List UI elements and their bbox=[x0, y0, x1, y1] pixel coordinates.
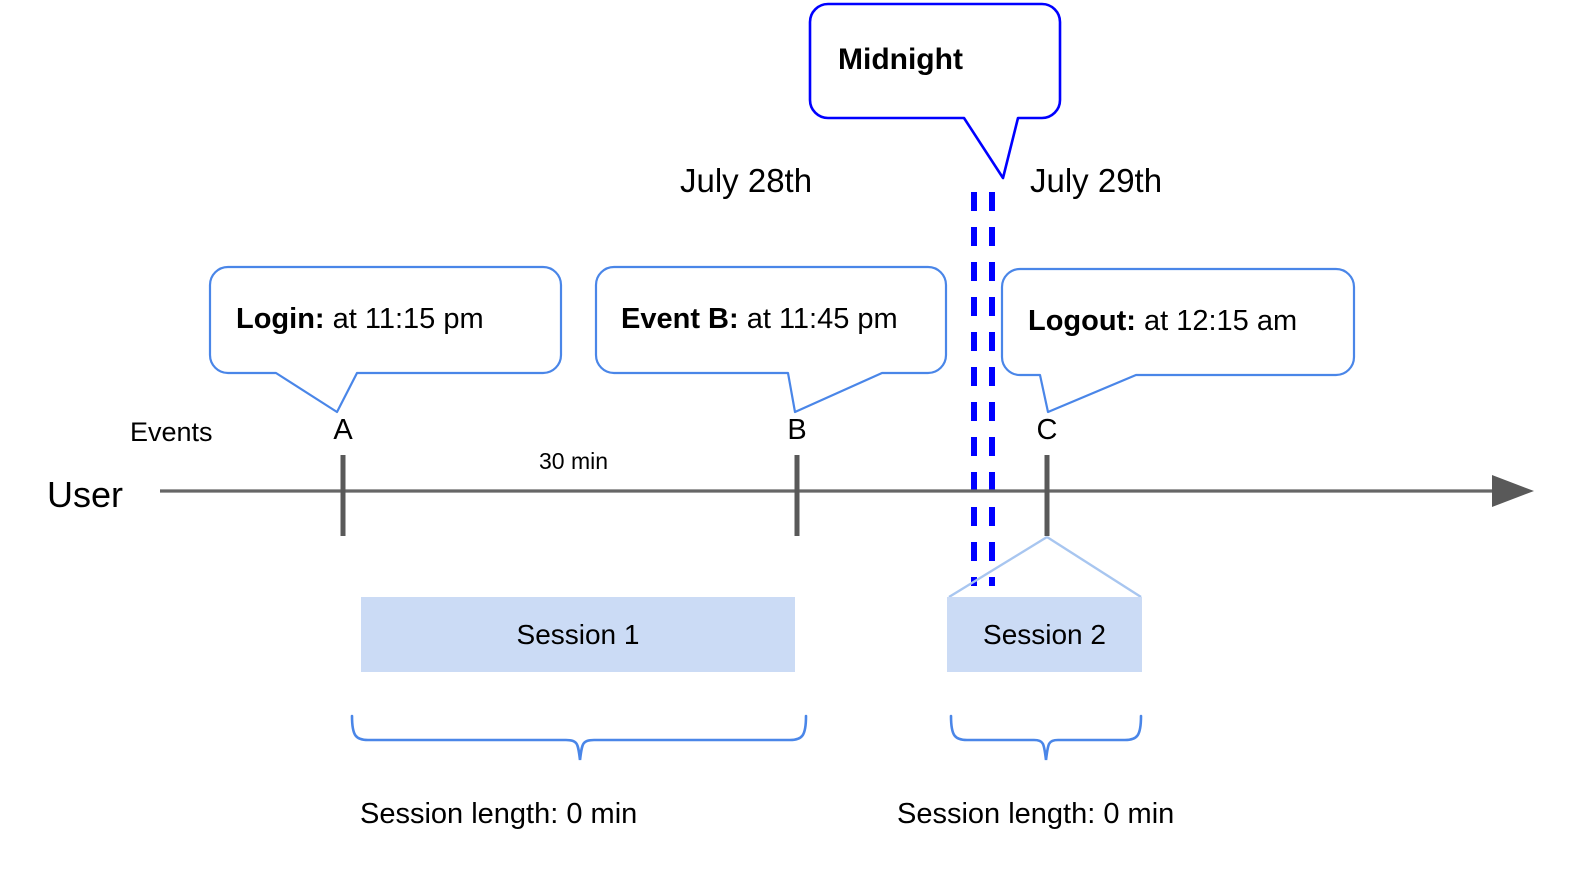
midnight-label: Midnight bbox=[838, 43, 963, 76]
session-2-label: Session 2 bbox=[983, 618, 1106, 650]
date-label-right: July 29th bbox=[1030, 162, 1163, 199]
event-b-callout-shape bbox=[594, 265, 948, 414]
session-2-brace bbox=[949, 714, 1143, 761]
login-callout-shape bbox=[208, 265, 563, 414]
session-2-connector bbox=[948, 535, 1142, 599]
event-label-b: B bbox=[787, 414, 807, 446]
login-callout-text: Login: at 11:15 pm bbox=[236, 305, 484, 334]
login-callout-bold: Login: bbox=[236, 303, 325, 335]
session-1-box: Session 1 bbox=[361, 597, 795, 672]
event-label-c: C bbox=[1036, 414, 1058, 446]
date-label-left: July 28th bbox=[680, 162, 813, 199]
logout-callout-rest: at 12:15 am bbox=[1135, 305, 1298, 337]
session-2-length-label: Session length: 0 min bbox=[897, 798, 1175, 830]
event-b-callout-bold: Event B: bbox=[621, 303, 739, 335]
logout-callout-text: Logout: at 12:15 am bbox=[1028, 307, 1297, 336]
session-1-brace bbox=[350, 714, 808, 761]
midnight-callout-shape bbox=[808, 2, 1062, 180]
user-row-label: User bbox=[47, 474, 124, 515]
session-1-label: Session 1 bbox=[516, 618, 640, 650]
timeline-axis bbox=[160, 475, 1534, 507]
login-callout-rest: at 11:15 pm bbox=[324, 303, 484, 335]
logout-callout-bold: Logout: bbox=[1028, 305, 1136, 337]
midnight-divider-icon bbox=[971, 192, 995, 586]
session-2-box: Session 2 bbox=[947, 597, 1142, 672]
duration-label: 30 min bbox=[539, 448, 609, 474]
event-b-callout-rest: at 11:45 pm bbox=[738, 303, 898, 335]
event-tick-marks bbox=[340, 455, 1050, 536]
session-1-length-label: Session length: 0 min bbox=[360, 798, 638, 830]
events-row-label: Events bbox=[130, 417, 213, 447]
event-label-a: A bbox=[333, 414, 353, 446]
logout-callout-shape bbox=[1000, 267, 1356, 414]
event-b-callout-text: Event B: at 11:45 pm bbox=[621, 305, 898, 334]
